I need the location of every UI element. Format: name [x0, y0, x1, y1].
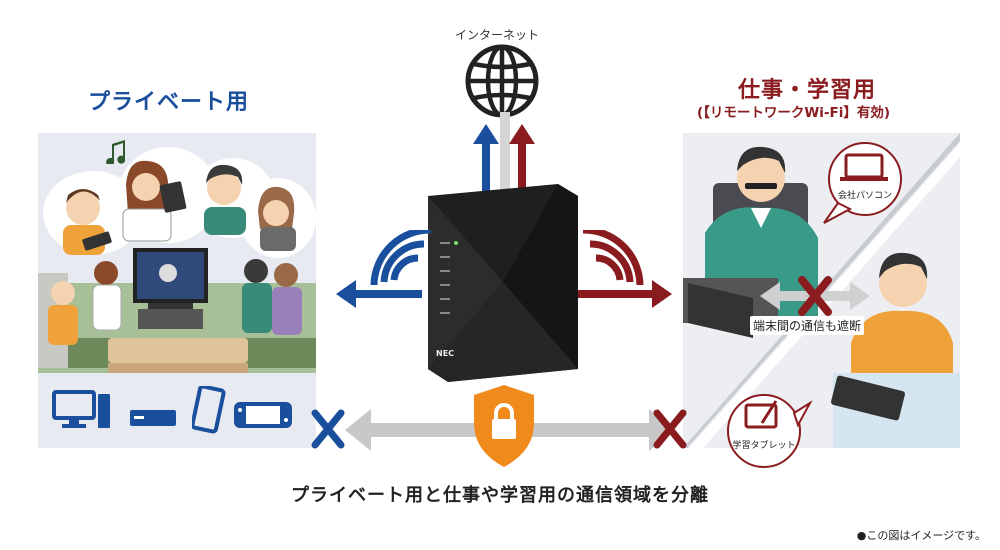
- router: [428, 184, 578, 382]
- smartphone-icon: [192, 386, 226, 434]
- learning-tablet-bubble: [727, 394, 813, 468]
- internet-label: インターネット: [454, 28, 539, 42]
- caption: プライベート用と仕事や学習用の通信領域を分離: [291, 485, 709, 506]
- globe-icon: [465, 44, 539, 118]
- game-console-icon: [234, 402, 292, 428]
- lock-icon: [474, 385, 534, 467]
- uplink-arrows: [473, 112, 535, 217]
- wifi-icon: [336, 230, 432, 308]
- work-title: 仕事・学習用: [738, 78, 877, 103]
- work-subtitle: (【リモートワークWi-Fi】有効): [697, 105, 891, 121]
- router-brand: NEC: [436, 349, 455, 358]
- image-note: ●この図はイメージです。: [856, 529, 986, 542]
- monitor-desktop-icon: [52, 390, 110, 428]
- music-note-icon: [106, 140, 125, 164]
- private-title: プライベート用: [88, 90, 250, 115]
- blocked-link-arrow: [760, 276, 870, 316]
- company-pc-label: 会社パソコン: [837, 191, 892, 201]
- learning-tablet-label: 学習タブレット: [732, 441, 796, 451]
- block-label: 端末間の通信も遮断: [750, 316, 865, 335]
- set-top-box-icon: [130, 410, 176, 426]
- wifi-icon: [578, 230, 672, 308]
- company-pc-bubble: [823, 142, 902, 224]
